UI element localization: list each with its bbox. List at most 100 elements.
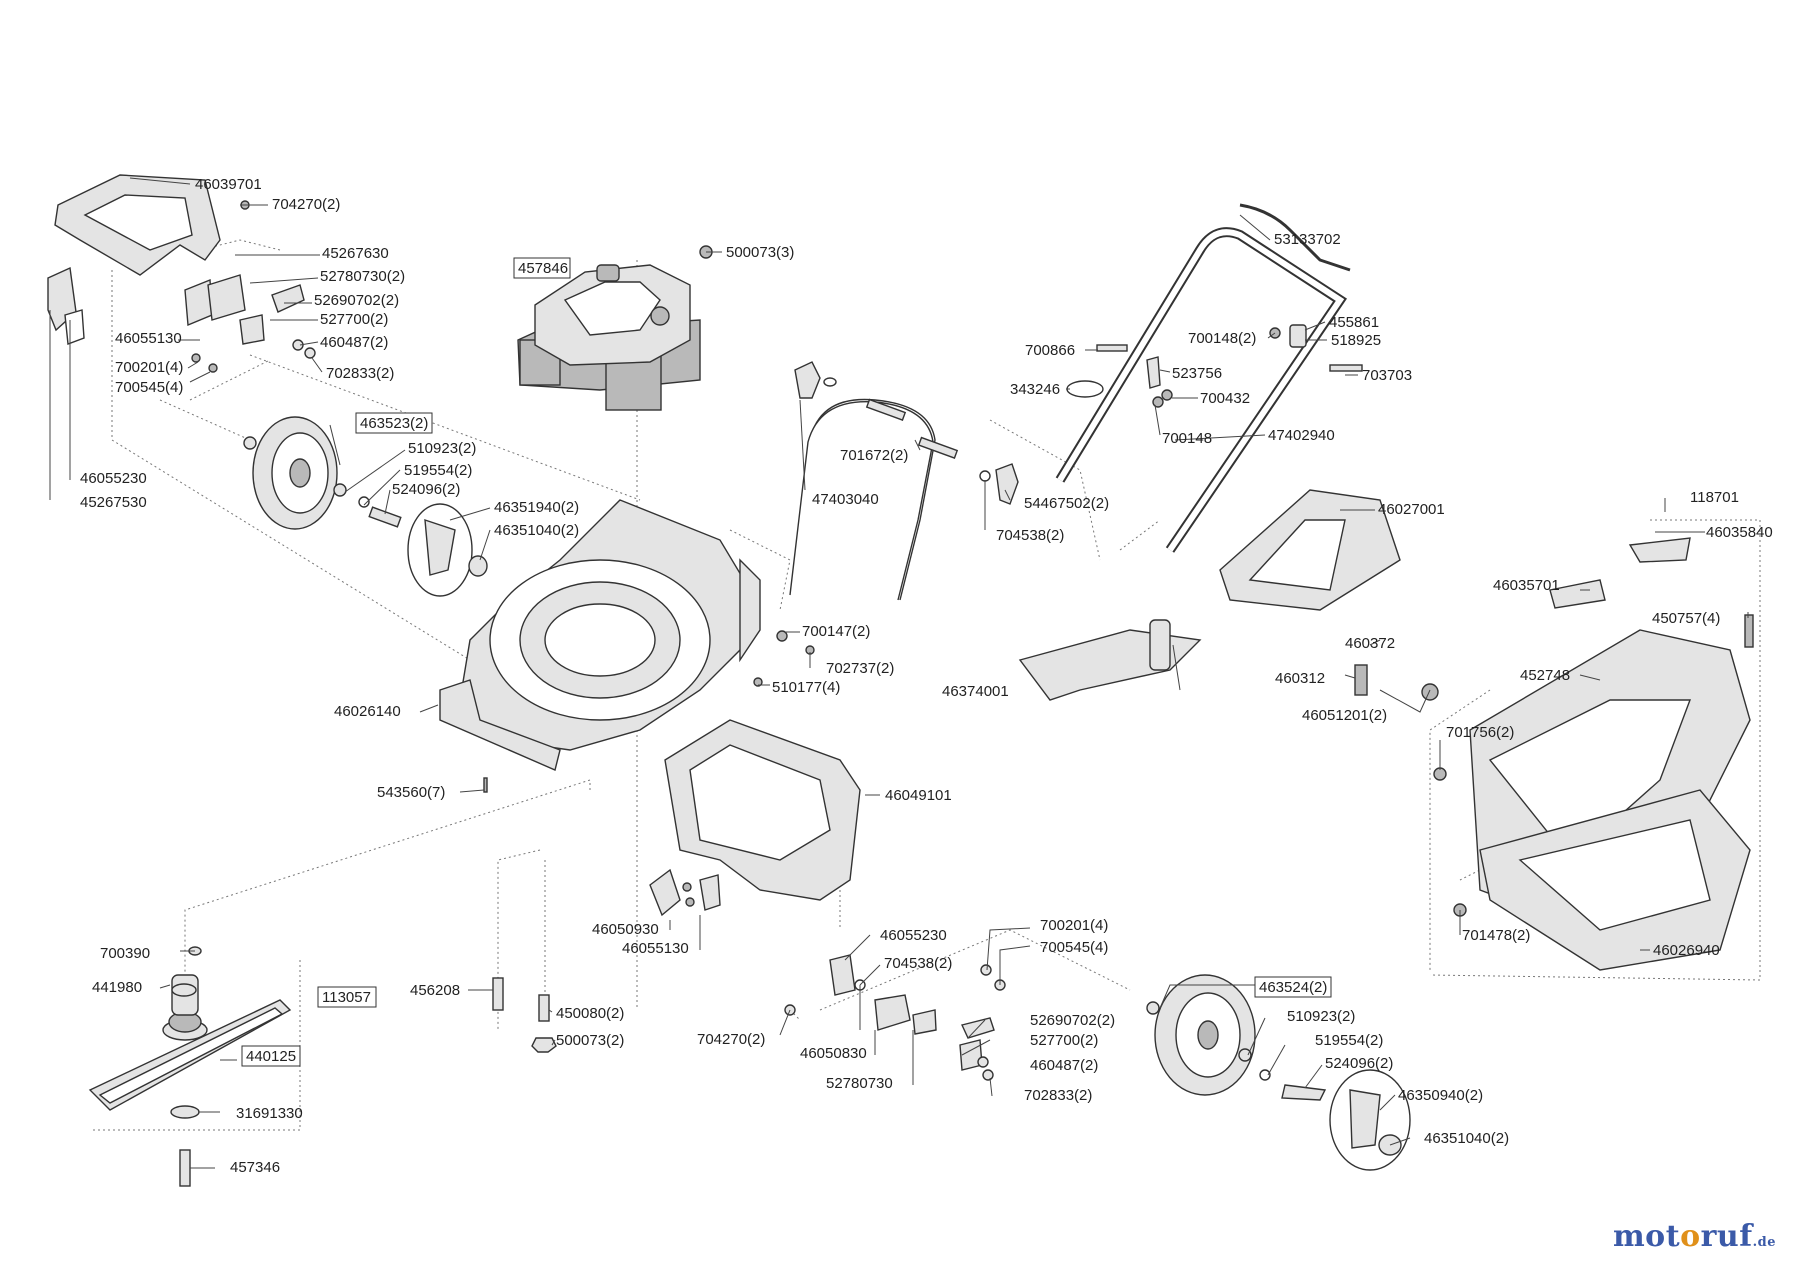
part-label: 510177(4) bbox=[772, 679, 840, 696]
part-label: 46035701 bbox=[1493, 577, 1560, 594]
part-label: 523756 bbox=[1172, 365, 1222, 382]
lower-handle-part bbox=[789, 361, 1019, 601]
part-label: 700866 bbox=[1025, 342, 1075, 359]
part-label: 518925 bbox=[1331, 332, 1381, 349]
part-label: 46350940(2) bbox=[1398, 1087, 1483, 1104]
part-label: 510923(2) bbox=[408, 440, 476, 457]
part-label: 704270(2) bbox=[697, 1031, 765, 1048]
label-box-457846 bbox=[513, 257, 571, 279]
part-label: 701756(2) bbox=[1446, 724, 1514, 741]
part-label: 457846 bbox=[518, 260, 568, 277]
part-label: 700390 bbox=[100, 945, 150, 962]
part-label: 31691330 bbox=[236, 1105, 303, 1122]
part-label: 46039701 bbox=[195, 176, 262, 193]
rear-left-wheel bbox=[243, 416, 488, 597]
part-label: 702833(2) bbox=[326, 365, 394, 382]
part-label: 456208 bbox=[410, 982, 460, 999]
part-label: 47403040 bbox=[812, 491, 879, 508]
leader-lines bbox=[49, 177, 1749, 1169]
part-label: 700432 bbox=[1200, 390, 1250, 407]
front-right-wheel bbox=[1146, 974, 1411, 1171]
part-label: 441980 bbox=[92, 979, 142, 996]
part-label: 46051201(2) bbox=[1302, 707, 1387, 724]
part-label: 700545(4) bbox=[115, 379, 183, 396]
part-label: 46055130 bbox=[115, 330, 182, 347]
part-label: 45267630 bbox=[322, 245, 389, 262]
part-label: 701478(2) bbox=[1462, 927, 1530, 944]
engine-part bbox=[517, 245, 713, 411]
part-label: 455861 bbox=[1329, 314, 1379, 331]
part-label: 700201(4) bbox=[115, 359, 183, 376]
part-label: 704270(2) bbox=[272, 196, 340, 213]
part-label: 45267530 bbox=[80, 494, 147, 511]
part-label: 47402940 bbox=[1268, 427, 1335, 444]
rear-chute-part bbox=[649, 719, 861, 917]
part-label: 519554(2) bbox=[404, 462, 472, 479]
part-label: 519554(2) bbox=[1315, 1032, 1383, 1049]
part-label: 52690702(2) bbox=[314, 292, 399, 309]
part-label: 460487(2) bbox=[1030, 1057, 1098, 1074]
part-label: 343246 bbox=[1010, 381, 1060, 398]
part-label: 460312 bbox=[1275, 670, 1325, 687]
part-label: 500073(2) bbox=[556, 1032, 624, 1049]
grass-catcher-basket-part bbox=[1433, 629, 1751, 971]
part-label: 703703 bbox=[1362, 367, 1412, 384]
part-label: 52690702(2) bbox=[1030, 1012, 1115, 1029]
part-label: 702737(2) bbox=[826, 660, 894, 677]
part-label: 463523(2) bbox=[360, 415, 428, 432]
part-number-labels: 46039701 704270(2) 45267630 52780730(2) … bbox=[80, 176, 1773, 1176]
part-label: 450080(2) bbox=[556, 1005, 624, 1022]
part-label: 701672(2) bbox=[840, 447, 908, 464]
part-label: 54467502(2) bbox=[1024, 495, 1109, 512]
part-label: 527700(2) bbox=[1030, 1032, 1098, 1049]
part-label: 524096(2) bbox=[1325, 1055, 1393, 1072]
part-label: 46055230 bbox=[80, 470, 147, 487]
part-label: 524096(2) bbox=[392, 481, 460, 498]
part-label: 118701 bbox=[1690, 489, 1739, 506]
part-label: 700545(4) bbox=[1040, 939, 1108, 956]
part-label: 460372 bbox=[1345, 635, 1395, 652]
part-label: 457346 bbox=[230, 1159, 280, 1176]
part-label: 704538(2) bbox=[996, 527, 1064, 544]
part-label: 702833(2) bbox=[1024, 1087, 1092, 1104]
grass-catcher-lid-part bbox=[1018, 489, 1754, 701]
part-label: 46026940 bbox=[1653, 942, 1720, 959]
part-label: 46026140 bbox=[334, 703, 401, 720]
part-label: 46351940(2) bbox=[494, 499, 579, 516]
part-label: 452748 bbox=[1520, 667, 1570, 684]
part-label: 46374001 bbox=[942, 683, 1009, 700]
part-label: 704538(2) bbox=[884, 955, 952, 972]
part-label: 510923(2) bbox=[1287, 1008, 1355, 1025]
part-label: 463524(2) bbox=[1259, 979, 1327, 996]
part-label: 46351040(2) bbox=[1424, 1130, 1509, 1147]
label-box-440125 bbox=[241, 1045, 301, 1067]
part-label: 700148(2) bbox=[1188, 330, 1256, 347]
part-label: 500073(3) bbox=[726, 244, 794, 261]
part-label: 46049101 bbox=[885, 787, 952, 804]
part-label: 527700(2) bbox=[320, 311, 388, 328]
part-label: 700147(2) bbox=[802, 623, 870, 640]
part-label: 46035840 bbox=[1706, 524, 1773, 541]
upper-handle-part bbox=[1055, 203, 1363, 553]
part-label: 460487(2) bbox=[320, 334, 388, 351]
mower-deck-part bbox=[439, 499, 815, 793]
part-label: 46351040(2) bbox=[494, 522, 579, 539]
part-label: 700148 bbox=[1162, 430, 1212, 447]
label-box-113057 bbox=[317, 986, 377, 1008]
part-label: 700201(4) bbox=[1040, 917, 1108, 934]
part-label: 113057 bbox=[322, 989, 371, 1006]
part-label: 53133702 bbox=[1274, 231, 1341, 248]
part-label: 52780730 bbox=[826, 1075, 893, 1092]
part-label: 46050830 bbox=[800, 1045, 867, 1062]
blade-part bbox=[88, 946, 557, 1187]
part-label: 46027001 bbox=[1378, 501, 1445, 518]
part-label: 450757(4) bbox=[1652, 610, 1720, 627]
part-label: 46055230 bbox=[880, 927, 947, 944]
rear-flap-part bbox=[47, 174, 316, 373]
label-box-463523 bbox=[355, 412, 433, 434]
label-box-463524 bbox=[1254, 976, 1332, 998]
part-label: 46050930 bbox=[592, 921, 659, 938]
part-label: 46055130 bbox=[622, 940, 689, 957]
